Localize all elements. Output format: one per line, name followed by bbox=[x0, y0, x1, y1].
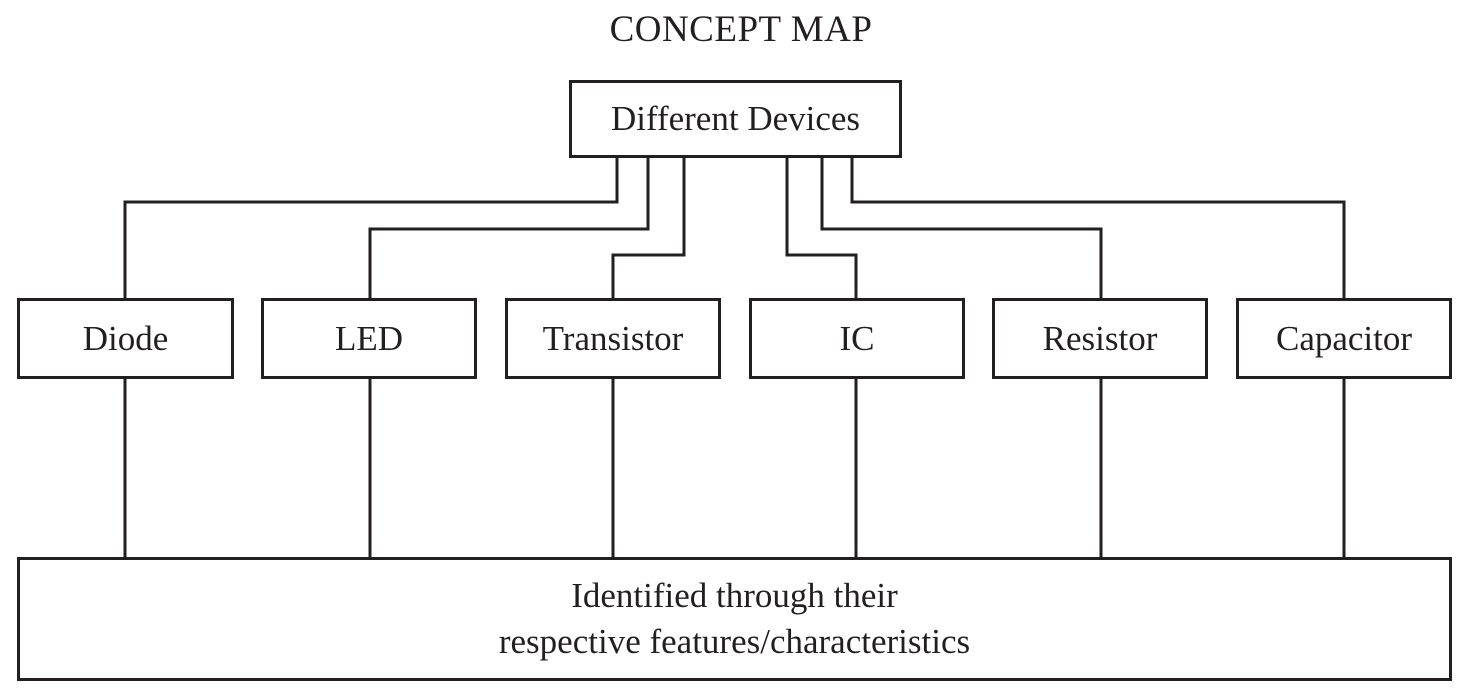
root-node-different-devices: Different Devices bbox=[569, 80, 902, 158]
device-node-diode: Diode bbox=[17, 298, 234, 379]
connector-root-transistor bbox=[611, 158, 686, 298]
connector-root-capacitor bbox=[850, 158, 1346, 298]
device-node-resistor: Resistor bbox=[992, 298, 1208, 379]
summary-line-2: respective features/characteristics bbox=[498, 622, 971, 661]
device-node-transistor: Transistor bbox=[505, 298, 721, 379]
summary-node: Identified through their respective feat… bbox=[17, 557, 1452, 681]
connector-root-led bbox=[368, 158, 650, 298]
root-node-label: Different Devices bbox=[610, 99, 861, 138]
connector-root-ic bbox=[785, 158, 858, 298]
device-node-label: IC bbox=[839, 318, 875, 358]
device-node-capacitor: Capacitor bbox=[1236, 298, 1452, 379]
device-node-label: Capacitor bbox=[1275, 318, 1413, 358]
device-node-ic: IC bbox=[749, 298, 965, 379]
diagram-title: CONCEPT MAP bbox=[609, 9, 873, 50]
device-node-label: Diode bbox=[82, 318, 169, 358]
summary-line-1: Identified through their bbox=[571, 576, 898, 615]
device-node-label: Transistor bbox=[542, 318, 684, 358]
device-node-led: LED bbox=[261, 298, 477, 379]
connector-root-resistor bbox=[820, 158, 1103, 298]
device-node-label: Resistor bbox=[1042, 318, 1158, 358]
connector-root-diode bbox=[123, 158, 619, 298]
device-node-label: LED bbox=[334, 318, 404, 358]
